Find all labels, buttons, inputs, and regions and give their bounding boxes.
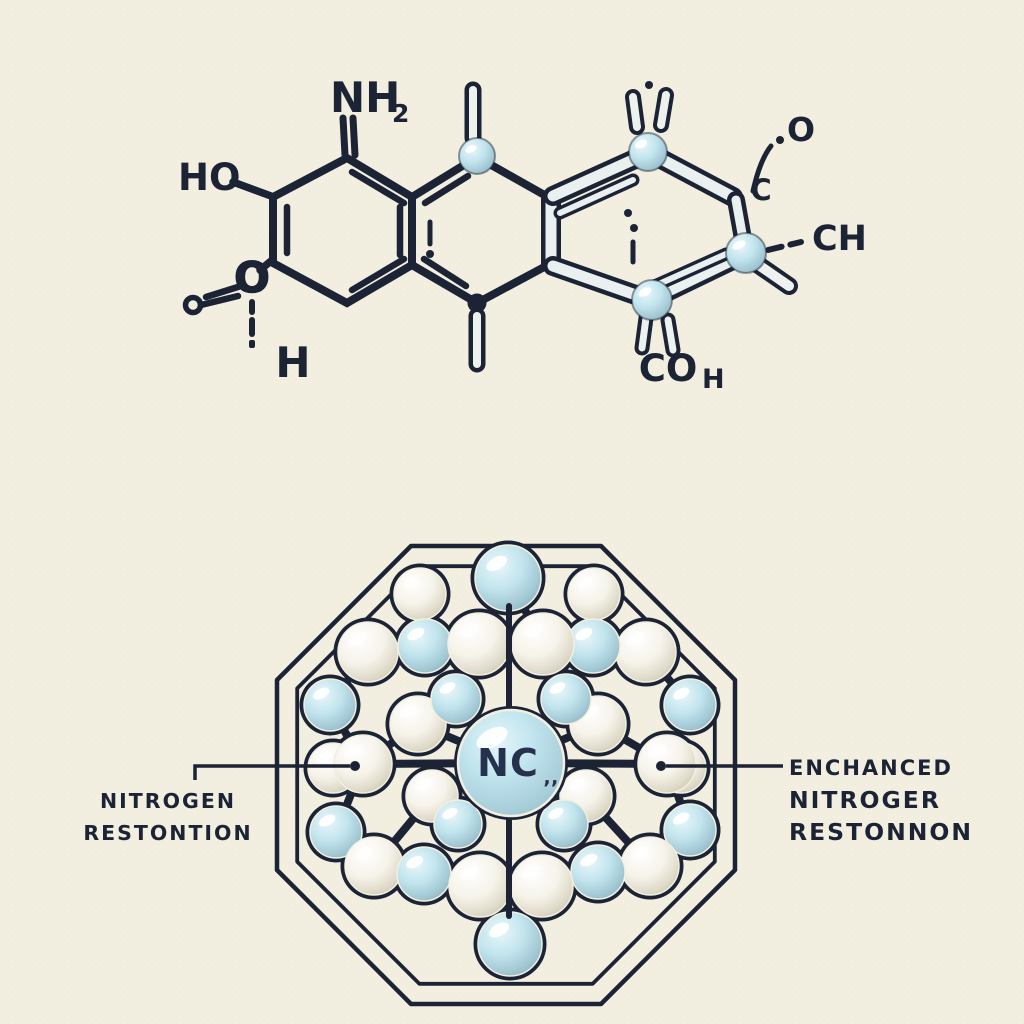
atom-sphere-blue (474, 544, 542, 612)
hydroxyl-label: HO (178, 156, 240, 199)
nucleus-core-mark: ‚‚ (543, 765, 558, 789)
sphere-highlight (577, 576, 594, 589)
cluster-spheres (303, 544, 717, 977)
left-caption-line1: NITROGEN (100, 789, 236, 813)
sphere-highlight (344, 744, 363, 758)
atom-sphere-white (337, 621, 399, 683)
methine-label: CH (812, 219, 867, 259)
right-caption-line3: RESTONNON (789, 818, 973, 846)
sphere-highlight (439, 682, 456, 694)
sphere-highlight (399, 705, 418, 719)
sphere-highlight (580, 853, 598, 867)
atom-sphere-blue (540, 673, 592, 725)
captions: NITROGEN RESTONTION ENCHANCED NITROGER R… (83, 756, 973, 846)
sphere-highlight (648, 744, 667, 758)
sphere-highlight (575, 627, 593, 641)
sphere-highlight (522, 623, 543, 638)
left-caption-line2: RESTONTION (83, 821, 252, 845)
sphere-highlight (403, 576, 420, 589)
atom-sphere-blue (303, 678, 357, 732)
sphere-highlight (673, 687, 690, 700)
sphere-highlight (631, 846, 650, 860)
sphere-highlight (626, 631, 646, 646)
sphere-highlight (313, 687, 330, 700)
sphere-highlight (549, 682, 566, 694)
atom-sphere-blue (663, 678, 717, 732)
atom-sphere-blue (570, 844, 626, 900)
sphere-highlight (458, 623, 479, 638)
atom-sphere-blue (628, 132, 668, 172)
atom-sphere-white (393, 567, 447, 621)
atom-sphere-blue (458, 137, 496, 175)
molecular-structure: NH 2 HO O H C O CH CO H (178, 73, 867, 395)
amine-label: NH (330, 73, 400, 122)
atom-sphere-white (620, 836, 680, 896)
sphere-highlight (407, 627, 425, 641)
bond-end-cap (182, 294, 204, 316)
atom-sphere-blue (539, 799, 589, 849)
atom-sphere-white (637, 734, 697, 794)
left-leader-line (193, 764, 350, 780)
atom-sphere-blue (433, 799, 483, 849)
atom-sphere-blue (430, 673, 482, 725)
atom-sphere-white (510, 854, 574, 918)
sphere-highlight (548, 807, 564, 819)
sphere-highlight (319, 814, 336, 827)
sphere-highlight (476, 726, 508, 750)
sphere-highlight (486, 555, 508, 572)
sphere-highlight (459, 865, 480, 880)
ether-oxygen-label: O (234, 253, 270, 302)
left-leader-dot (350, 761, 360, 771)
sphere-highlight (316, 751, 333, 763)
right-caption-line1: ENCHANCED (789, 756, 953, 780)
atom-sphere-white (567, 567, 621, 621)
octagon-outline (274, 543, 738, 1007)
right-leader-dot (656, 761, 666, 771)
carbonyl-carbon-label: C (750, 173, 771, 207)
leader-lines (193, 761, 783, 780)
amine-subscript: 2 (392, 99, 409, 128)
sphere-highlight (348, 631, 368, 646)
carbonyl-oxygen-label: O (787, 110, 815, 149)
sphere-highlight (406, 855, 424, 869)
sphere-highlight (521, 865, 542, 880)
atom-sphere-white (615, 621, 677, 683)
acid-hydrogen-label: H (702, 364, 725, 395)
sphere-highlight (673, 812, 690, 825)
atom-sphere-blue (631, 279, 673, 321)
atom-sphere-blue (396, 846, 452, 902)
nucleus-core-label: NC (477, 741, 539, 785)
sphere-highlight (415, 778, 432, 791)
molecule-atom-spheres (458, 132, 767, 321)
benzene-ring-middle (408, 152, 552, 313)
sphere-highlight (355, 846, 374, 860)
sphere-highlight (569, 778, 586, 791)
atom-sphere-white (344, 836, 404, 896)
sphere-highlight (489, 922, 510, 938)
atom-sphere-white (511, 612, 575, 676)
atom-sphere-blue (477, 911, 543, 977)
nucleus-cluster: NC ‚‚ NITROGEN RESTONTION ENCHANCED NITR… (83, 540, 973, 1007)
atom-sphere-white (447, 612, 511, 676)
atom-sphere-white (448, 854, 512, 918)
hydrogen-label: H (275, 338, 310, 387)
acid-group-label: CO (639, 347, 698, 390)
atom-sphere-blue (725, 232, 767, 274)
right-caption-line2: NITROGER (789, 786, 941, 814)
nucleus-core: NC ‚‚ (454, 706, 568, 820)
ring-junction-vertex (467, 293, 487, 313)
molecule-labels: NH 2 HO O H C O CH CO H (178, 73, 867, 395)
atom-sphere-blue (397, 618, 453, 674)
atom-sphere-white (333, 734, 393, 794)
sphere-highlight (442, 807, 458, 819)
